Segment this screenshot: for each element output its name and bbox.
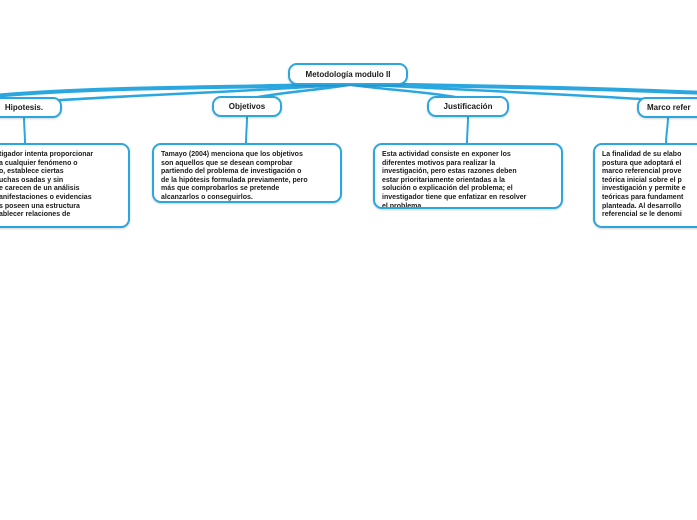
branch-node-objetivos[interactable]: Objetivos xyxy=(212,96,282,117)
branch-node-justificacion[interactable]: Justificación xyxy=(427,96,509,117)
branch-node-objetivos-label: Objetivos xyxy=(228,102,266,111)
sub-line-justificacion xyxy=(466,115,469,145)
branch-node-hipotesis-label: Hipotesis. xyxy=(4,103,44,112)
sub-line-objetivos xyxy=(245,115,248,145)
branch-line-left-edge xyxy=(0,82,354,98)
branch-node-marco-referencial[interactable]: Marco refer xyxy=(637,97,697,118)
description-node-marco-referencial[interactable]: La finalidad de su elabo postura que ado… xyxy=(593,143,697,228)
description-node-justificacion[interactable]: Esta actividad consiste en exponer los d… xyxy=(373,143,563,209)
sub-line-marco xyxy=(665,115,669,145)
branch-node-justificacion-label: Justificación xyxy=(443,102,493,111)
description-node-objetivos[interactable]: Tamayo (2004) menciona que los objetivos… xyxy=(152,143,342,203)
branch-node-hipotesis[interactable]: Hipotesis. xyxy=(0,97,62,118)
description-node-hipotesis[interactable]: tigador intenta proporcionar a cualquier… xyxy=(0,143,130,228)
branch-node-marco-referencial-label: Marco refer xyxy=(647,103,691,112)
sub-line-hipotesis xyxy=(23,115,26,145)
root-node-label: Metodología modulo II xyxy=(305,69,391,79)
root-node-metodologia[interactable]: Metodología modulo II xyxy=(288,63,408,85)
